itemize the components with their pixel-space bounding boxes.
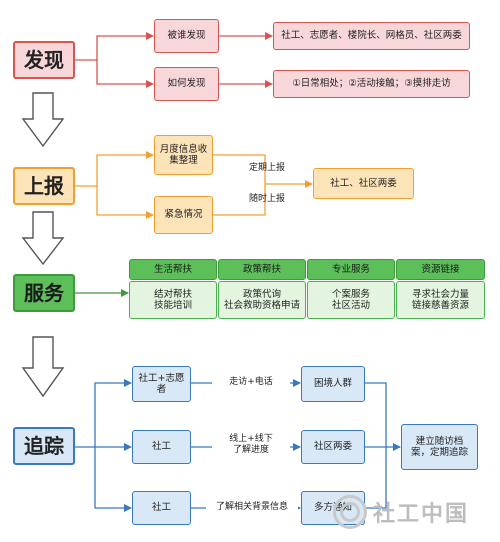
- discover-who-box: 被谁发现: [154, 19, 219, 53]
- stage-discover: 发现: [13, 41, 75, 79]
- track-method-2: 线上+线下 了解进度: [212, 434, 290, 457]
- report-regular-label: 定期上报: [248, 163, 285, 173]
- discover-connectors: [75, 32, 273, 88]
- discover-how-detail: ①日常相处；②活动接触；③摸排走访: [273, 70, 470, 98]
- service-header-life: 生活帮扶: [129, 259, 217, 280]
- track-actor-1: 社工+志愿 者: [132, 366, 191, 402]
- report-monthly-box: 月度信息收 集整理: [154, 135, 213, 175]
- service-detail-policy: 政策代询 社会救助资格申请: [218, 281, 306, 319]
- service-detail-resource: 寻求社会力量 链接慈善资源: [396, 281, 485, 319]
- down-arrow-3: [21, 336, 65, 398]
- discover-how-box: 如何发现: [154, 67, 219, 101]
- service-header-policy: 政策帮扶: [218, 259, 306, 280]
- track-method-3: 了解相关背景信息: [206, 502, 298, 514]
- report-anytime-label: 随时上报: [248, 194, 285, 204]
- service-detail-life: 结对帮扶 技能培训: [129, 281, 217, 319]
- track-method-1: 走访+电话: [212, 377, 290, 389]
- service-detail-professional: 个案服务 社区活动: [307, 281, 395, 319]
- down-arrow-2: [21, 211, 65, 266]
- discover-who-detail: 社工、志愿者、楼院长、网格员、社区两委: [273, 22, 470, 50]
- track-actor-3: 社工: [132, 491, 191, 525]
- watermark-text: 社工中国: [373, 502, 470, 527]
- stage-track: 追踪: [13, 427, 75, 465]
- report-target-box: 社工、社区两委: [313, 168, 414, 199]
- track-target-1: 困境人群: [301, 366, 365, 402]
- track-result-box: 建立随访档 案，定期追踪: [401, 424, 478, 470]
- stage-report: 上报: [13, 167, 75, 205]
- track-target-2: 社区两委: [301, 430, 365, 464]
- service-header-professional: 专业服务: [307, 259, 395, 280]
- report-connectors: [75, 151, 313, 219]
- service-header-resource: 资源链接: [396, 259, 485, 280]
- circle-logo-icon: [333, 495, 367, 529]
- watermark: 社工中国: [333, 495, 469, 529]
- track-actor-2: 社工: [132, 430, 191, 464]
- down-arrow-1: [21, 92, 65, 148]
- stage-transition-arrows: [21, 92, 65, 398]
- report-urgent-box: 紧急情况: [154, 196, 213, 234]
- stage-service: 服务: [13, 274, 75, 312]
